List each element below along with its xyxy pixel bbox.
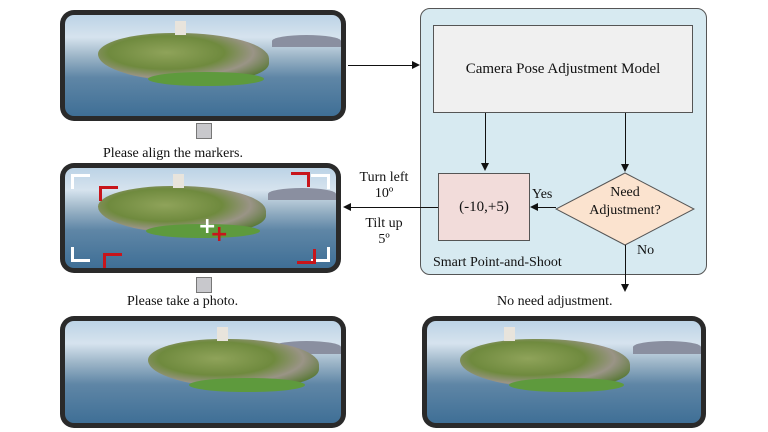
landscape-photo: [65, 321, 341, 423]
caption-take-photo: Please take a photo.: [127, 294, 239, 309]
tilt-value: 5º: [378, 232, 390, 247]
phone-alignment-view: + +: [60, 163, 341, 273]
phone-input-photo: [60, 10, 346, 121]
no-label: No: [637, 243, 655, 258]
camera-pose-model-box: Camera Pose Adjustment Model: [433, 25, 693, 113]
turn-label: Turn left: [359, 170, 409, 185]
down-arrow-icon: [196, 123, 212, 139]
down-arrow-icon: [196, 277, 212, 293]
decision-label: Need Adjustment?: [589, 185, 661, 218]
adjustment-value-box: (-10,+5): [438, 173, 530, 241]
phone-direct-photo: [422, 316, 706, 428]
tilt-label: Tilt up: [365, 216, 403, 231]
phone-final-photo: [60, 316, 346, 428]
caption-no-need: No need adjustment.: [497, 294, 613, 309]
landscape-photo: [65, 15, 341, 116]
target-crosshair-icon: +: [198, 214, 217, 239]
yes-label: Yes: [532, 187, 553, 202]
landscape-photo: + +: [65, 168, 336, 268]
landscape-photo: [427, 321, 701, 423]
alignment-marker: [99, 186, 118, 201]
panel-title: Smart Point-and-Shoot: [433, 255, 562, 270]
alignment-marker: [291, 172, 310, 187]
alignment-marker: [297, 249, 316, 264]
current-crosshair-icon: +: [210, 222, 229, 247]
turn-value: 10º: [374, 186, 394, 201]
caption-align: Please align the markers.: [103, 146, 243, 161]
alignment-marker: [103, 253, 122, 268]
